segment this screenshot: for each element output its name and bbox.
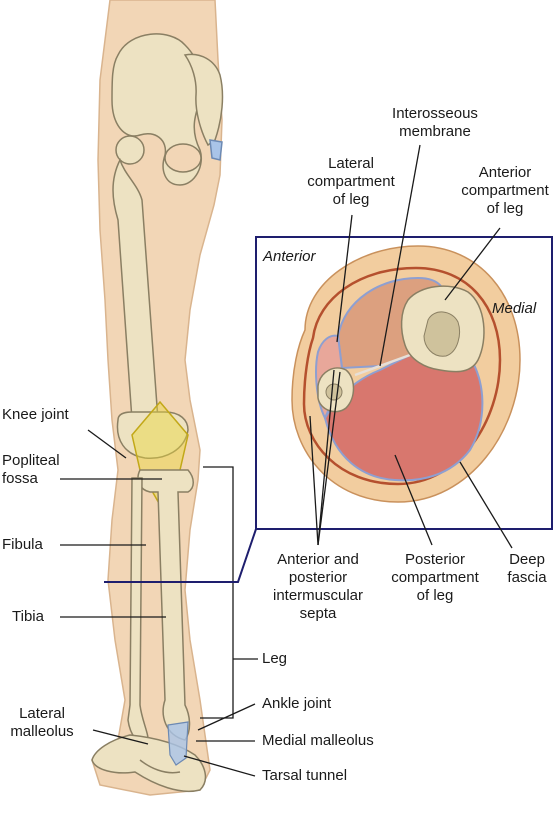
- pelvis: [111, 33, 224, 186]
- label-anterior-comp-line1: Anterior: [478, 164, 532, 181]
- label-anterior-comp-line2: compartment: [461, 182, 549, 199]
- label-tarsal-tunnel: Tarsal tunnel: [262, 767, 348, 784]
- label-septa-line3: intermuscular: [272, 587, 364, 604]
- tibia-marrow: [423, 311, 460, 357]
- label-lateral-malleolus-line2: malleolus: [10, 723, 74, 740]
- label-interosseous-line2: membrane: [399, 123, 471, 140]
- posterior-compartment: [323, 353, 484, 482]
- label-septa-line4: septa: [299, 605, 337, 622]
- section-plane-connector: [104, 528, 257, 583]
- label-fibula: Fibula: [2, 536, 43, 553]
- label-lateral-malleolus-line1: Lateral: [19, 705, 65, 722]
- label-lateral-compartment: Lateral compartment of leg: [296, 155, 406, 209]
- label-posterior-comp-line3: of leg: [416, 587, 454, 604]
- label-lateral-comp-line3: of leg: [332, 191, 370, 208]
- leader-lines-left: [60, 429, 256, 777]
- fibula-marrow: [325, 383, 343, 401]
- label-septa-line2: posterior: [288, 569, 348, 586]
- label-anterior-comp-line3: of leg: [486, 200, 524, 217]
- label-deep-fascia: Deep fascia: [496, 551, 558, 587]
- label-medial-direction: Medial: [492, 300, 537, 317]
- label-popliteal-fossa-line1: Popliteal: [2, 452, 60, 469]
- label-posterior-comp-line1: Posterior: [404, 551, 466, 568]
- label-lateral-malleolus: Lateral malleolus: [2, 705, 82, 741]
- leg-cross-section: [291, 245, 521, 503]
- deep-fascia: [302, 266, 502, 486]
- label-popliteal-fossa: Popliteal fossa: [2, 452, 60, 488]
- leg-bracket: [200, 466, 234, 719]
- leader-lines-section: [309, 144, 513, 549]
- label-ankle-joint: Ankle joint: [262, 695, 332, 712]
- label-medial-malleolus: Medial malleolus: [262, 732, 374, 749]
- interosseous-membrane-line: [354, 353, 411, 377]
- label-deep-fascia-line2: fascia: [507, 569, 547, 586]
- label-posterior-compartment: Posterior compartment of leg: [380, 551, 490, 605]
- label-anterior-compartment: Anterior compartment of leg: [452, 164, 558, 218]
- label-deep-fascia-line1: Deep: [509, 551, 545, 568]
- label-leg: Leg: [262, 650, 288, 667]
- label-popliteal-fossa-line2: fossa: [2, 470, 38, 487]
- label-interosseous-membrane: Interosseous membrane: [380, 105, 490, 141]
- label-tibia: Tibia: [12, 608, 44, 625]
- label-knee-joint: Knee joint: [2, 406, 69, 423]
- femur: [112, 135, 189, 459]
- label-interosseous-line1: Interosseous: [392, 105, 478, 122]
- label-septa-line1: Anterior and: [277, 551, 359, 568]
- label-lateral-comp-line2: compartment: [307, 173, 395, 190]
- tarsal-tunnel-highlight: [167, 721, 189, 766]
- label-intermuscular-septa: Anterior and posterior intermuscular sep…: [258, 551, 378, 623]
- label-lateral-comp-line1: Lateral: [328, 155, 374, 172]
- label-anterior-direction: Anterior: [263, 248, 316, 265]
- label-posterior-comp-line2: compartment: [391, 569, 479, 586]
